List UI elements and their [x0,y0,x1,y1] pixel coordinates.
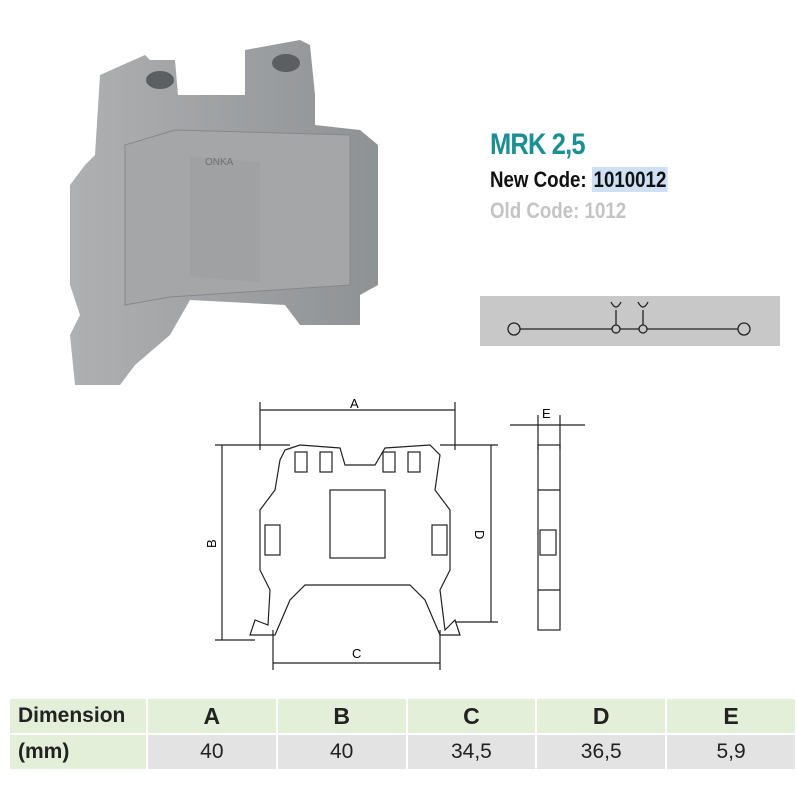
label-e: E [542,406,551,421]
new-code-label: New Code: [490,167,587,192]
header-e: E [667,699,795,733]
value-a: 40 [147,735,276,769]
label-c: C [352,646,361,661]
value-b: 40 [277,735,406,769]
table-header-row: Dimension A B C D E [10,699,795,733]
value-c: 34,5 [407,735,536,769]
value-d: 36,5 [537,735,666,769]
old-code-value: 1012 [584,198,627,223]
product-title: MRK 2,5 [490,128,586,161]
dimension-table: Dimension A B C D E (mm) 40 40 34,5 36,5… [8,697,797,771]
header-c: C [407,699,536,733]
value-e: 5,9 [667,735,795,769]
row-label-dimension: Dimension [10,699,146,733]
label-b: B [204,539,219,548]
table-value-row: (mm) 40 40 34,5 36,5 5,9 [10,735,795,769]
header-d: D [537,699,666,733]
brand-marking: ONKA [205,157,234,168]
header-b: B [277,699,406,733]
new-code: New Code: 1010012 [490,167,669,193]
new-code-value: 1010012 [591,167,669,192]
row-label-mm: (mm) [10,735,146,769]
product-photo: ONKA [70,40,378,385]
circuit-schematic [480,296,780,346]
label-a: A [350,396,359,411]
header-a: A [147,699,276,733]
label-d: D [472,530,487,539]
dimension-drawing: A B C D E [204,396,585,670]
old-code-label: Old Code: [490,198,580,223]
old-code: Old Code: 1012 [490,198,626,224]
